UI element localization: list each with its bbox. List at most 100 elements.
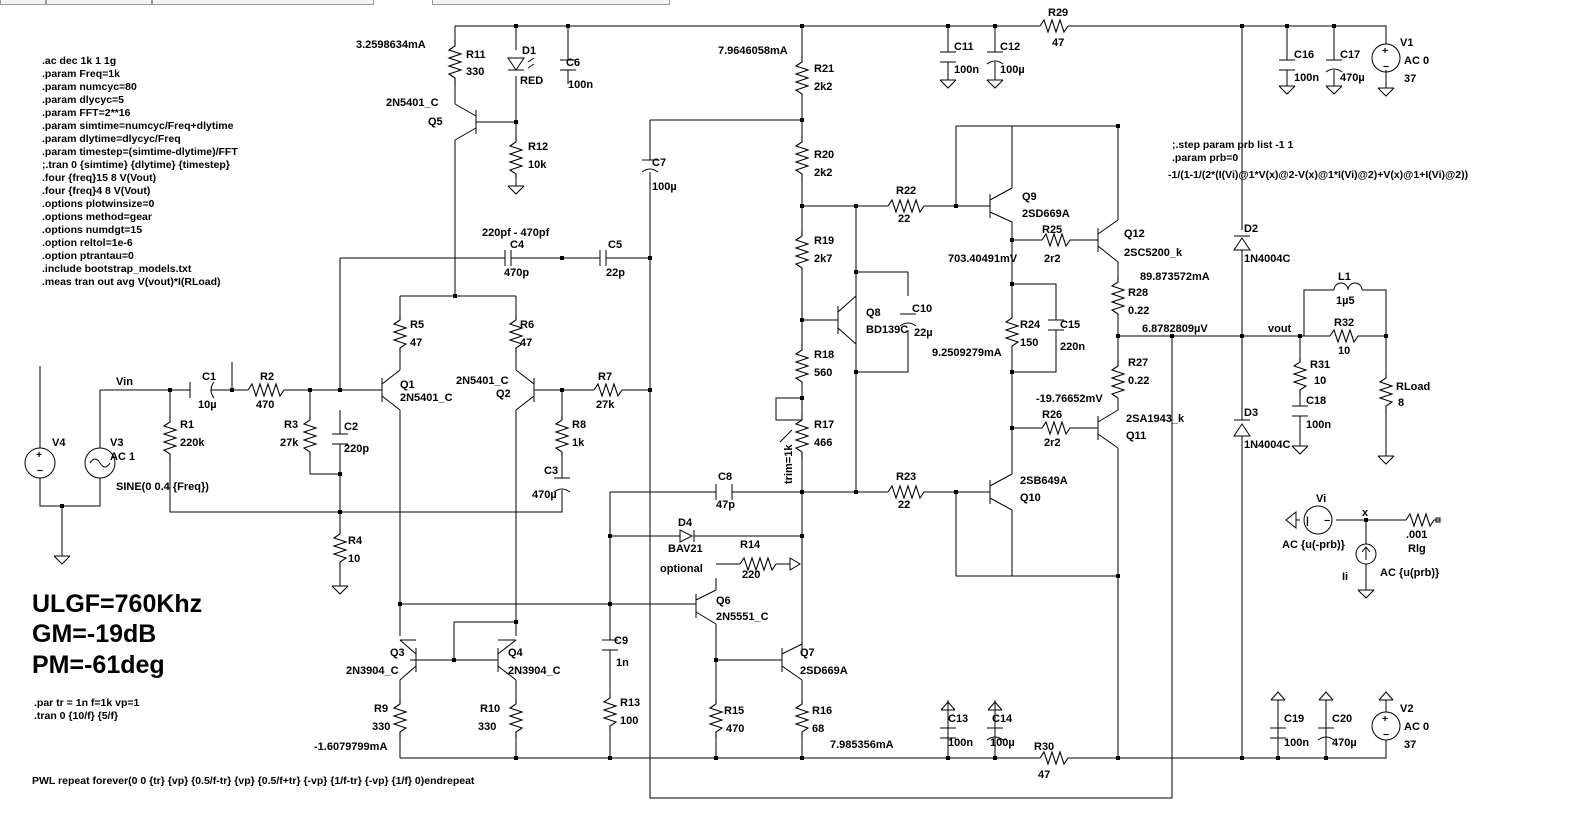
resistor-R14[interactable] <box>739 556 777 572</box>
diode-D4[interactable] <box>679 529 695 543</box>
capacitor-C6[interactable] <box>560 59 576 71</box>
resistor-R29[interactable] <box>1039 18 1069 34</box>
capacitor-C9[interactable] <box>602 639 618 660</box>
value-Q7: 2SD669A <box>800 665 848 677</box>
resistor-R10[interactable] <box>508 700 524 738</box>
capacitor-C4[interactable] <box>504 250 512 266</box>
resistor-R4[interactable] <box>332 530 348 566</box>
resistor-R32[interactable] <box>1329 328 1360 344</box>
resistor-R11[interactable] <box>447 40 463 86</box>
resistor-R21[interactable] <box>794 56 810 96</box>
capacitor-C12[interactable] <box>986 51 1004 89</box>
capacitor-C5[interactable] <box>599 250 607 266</box>
resistor-R6[interactable] <box>508 316 524 352</box>
resistor-R22[interactable] <box>887 198 926 214</box>
capacitor-C19[interactable] <box>1270 691 1286 739</box>
resistor-R25[interactable] <box>1041 232 1072 248</box>
label-C8: C8 <box>718 471 732 483</box>
toolbar-field[interactable] <box>46 0 152 5</box>
value-Q11: 2SA1943_k <box>1126 413 1185 425</box>
resistor-RLoad[interactable] <box>1378 374 1394 414</box>
op-current-r16: 7.985356mA <box>830 739 894 751</box>
value-R29: 47 <box>1052 37 1064 49</box>
diode-D3[interactable] <box>1233 419 1251 437</box>
transistor-Q12[interactable] <box>1097 180 1119 263</box>
capacitor-C14[interactable] <box>986 701 1004 741</box>
capacitor-C2[interactable] <box>332 433 348 454</box>
capacitor-C18[interactable] <box>1291 405 1309 455</box>
resistor-R7[interactable] <box>593 382 623 398</box>
resistor-R30[interactable] <box>1039 750 1069 766</box>
resistor-R13[interactable] <box>602 694 618 730</box>
value-Q10: 2SB649A <box>1020 475 1068 487</box>
voltage-source-V2[interactable]: +− <box>1371 691 1401 741</box>
capacitor-C20[interactable] <box>1317 691 1335 741</box>
capacitor-C11[interactable] <box>939 51 957 89</box>
resistor-R28[interactable] <box>1110 276 1126 316</box>
voltage-source-V3[interactable] <box>84 447 116 479</box>
label-R15: R15 <box>724 705 744 717</box>
capacitor-C8[interactable] <box>715 484 733 500</box>
capacitor-C13[interactable] <box>940 701 956 739</box>
resistor-R18[interactable] <box>794 344 810 384</box>
transistor-Q9[interactable] <box>989 126 1013 223</box>
capacitor-C3[interactable] <box>553 477 571 500</box>
resistor-R24[interactable] <box>1004 314 1020 348</box>
resistor-R2[interactable] <box>247 382 290 398</box>
toolbar-button[interactable] <box>0 0 46 5</box>
value-R28: 0.22 <box>1128 305 1149 317</box>
diode-D2[interactable] <box>1233 235 1251 251</box>
resistor-R26[interactable] <box>1041 420 1072 436</box>
value-R5: 47 <box>410 337 422 349</box>
transistor-Q11[interactable] <box>1097 409 1119 449</box>
value-C14: 100µ <box>990 737 1015 749</box>
resistor-R8[interactable] <box>554 416 570 456</box>
transistor-Q7[interactable] <box>781 536 803 681</box>
current-source-Ii[interactable] <box>1355 543 1377 599</box>
resistor-Rlg[interactable] <box>1405 512 1440 528</box>
voltage-source-V1[interactable]: +− <box>1371 43 1401 97</box>
capacitor-C1[interactable] <box>189 381 216 399</box>
resistor-R1[interactable] <box>162 416 178 462</box>
resistor-R27[interactable] <box>1110 360 1126 399</box>
capacitor-C15[interactable] <box>1048 319 1064 331</box>
resistor-R9[interactable] <box>392 700 408 738</box>
transistor-Q5[interactable] <box>454 103 498 141</box>
resistor-R12[interactable] <box>508 136 524 178</box>
capacitor-C16[interactable] <box>1278 59 1296 95</box>
toolbar-search-field[interactable] <box>432 0 670 5</box>
voltage-source-Vi[interactable]: |− <box>1285 505 1333 535</box>
transistor-Q3[interactable] <box>399 639 417 681</box>
resistor-R16[interactable] <box>794 700 810 738</box>
transistor-Q8[interactable] <box>837 295 857 345</box>
transistor-Q1[interactable] <box>381 369 401 411</box>
transistors <box>381 103 1119 681</box>
resistor-R17[interactable] <box>794 414 810 460</box>
ground <box>507 185 525 195</box>
voltage-source-V4[interactable]: +− <box>24 447 56 479</box>
resistor-R20[interactable] <box>794 136 810 182</box>
resistor-R19[interactable] <box>794 230 810 270</box>
resistor-R3[interactable] <box>302 416 318 456</box>
value-C17: 470µ <box>1340 72 1365 84</box>
inductor-L1[interactable] <box>1333 282 1363 291</box>
transistor-Q10[interactable] <box>989 473 1013 511</box>
capacitor-C10[interactable] <box>899 313 917 327</box>
transistor-Q4[interactable] <box>497 639 517 681</box>
result-gm: GM=-19dB <box>32 620 156 648</box>
toolbar-field[interactable] <box>152 0 374 5</box>
transistor-Q6[interactable] <box>695 589 717 625</box>
capacitor-C17[interactable] <box>1325 59 1343 95</box>
trim-arrow <box>779 429 793 443</box>
transistor-Q2[interactable] <box>515 369 535 411</box>
label-C14: C14 <box>992 713 1013 725</box>
capacitor-C7[interactable] <box>641 159 659 186</box>
directive-line: .param timestep=(simtime-dlytime)/FFT <box>42 146 238 158</box>
directive-line: .param prb=0 <box>1172 152 1238 164</box>
value-R17: 466 <box>814 437 832 449</box>
resistor-R31[interactable] <box>1292 358 1308 396</box>
resistor-R23[interactable] <box>887 484 926 500</box>
resistor-R15[interactable] <box>708 700 724 738</box>
resistor-R5[interactable] <box>392 316 408 352</box>
diode-D1[interactable] <box>507 57 535 71</box>
